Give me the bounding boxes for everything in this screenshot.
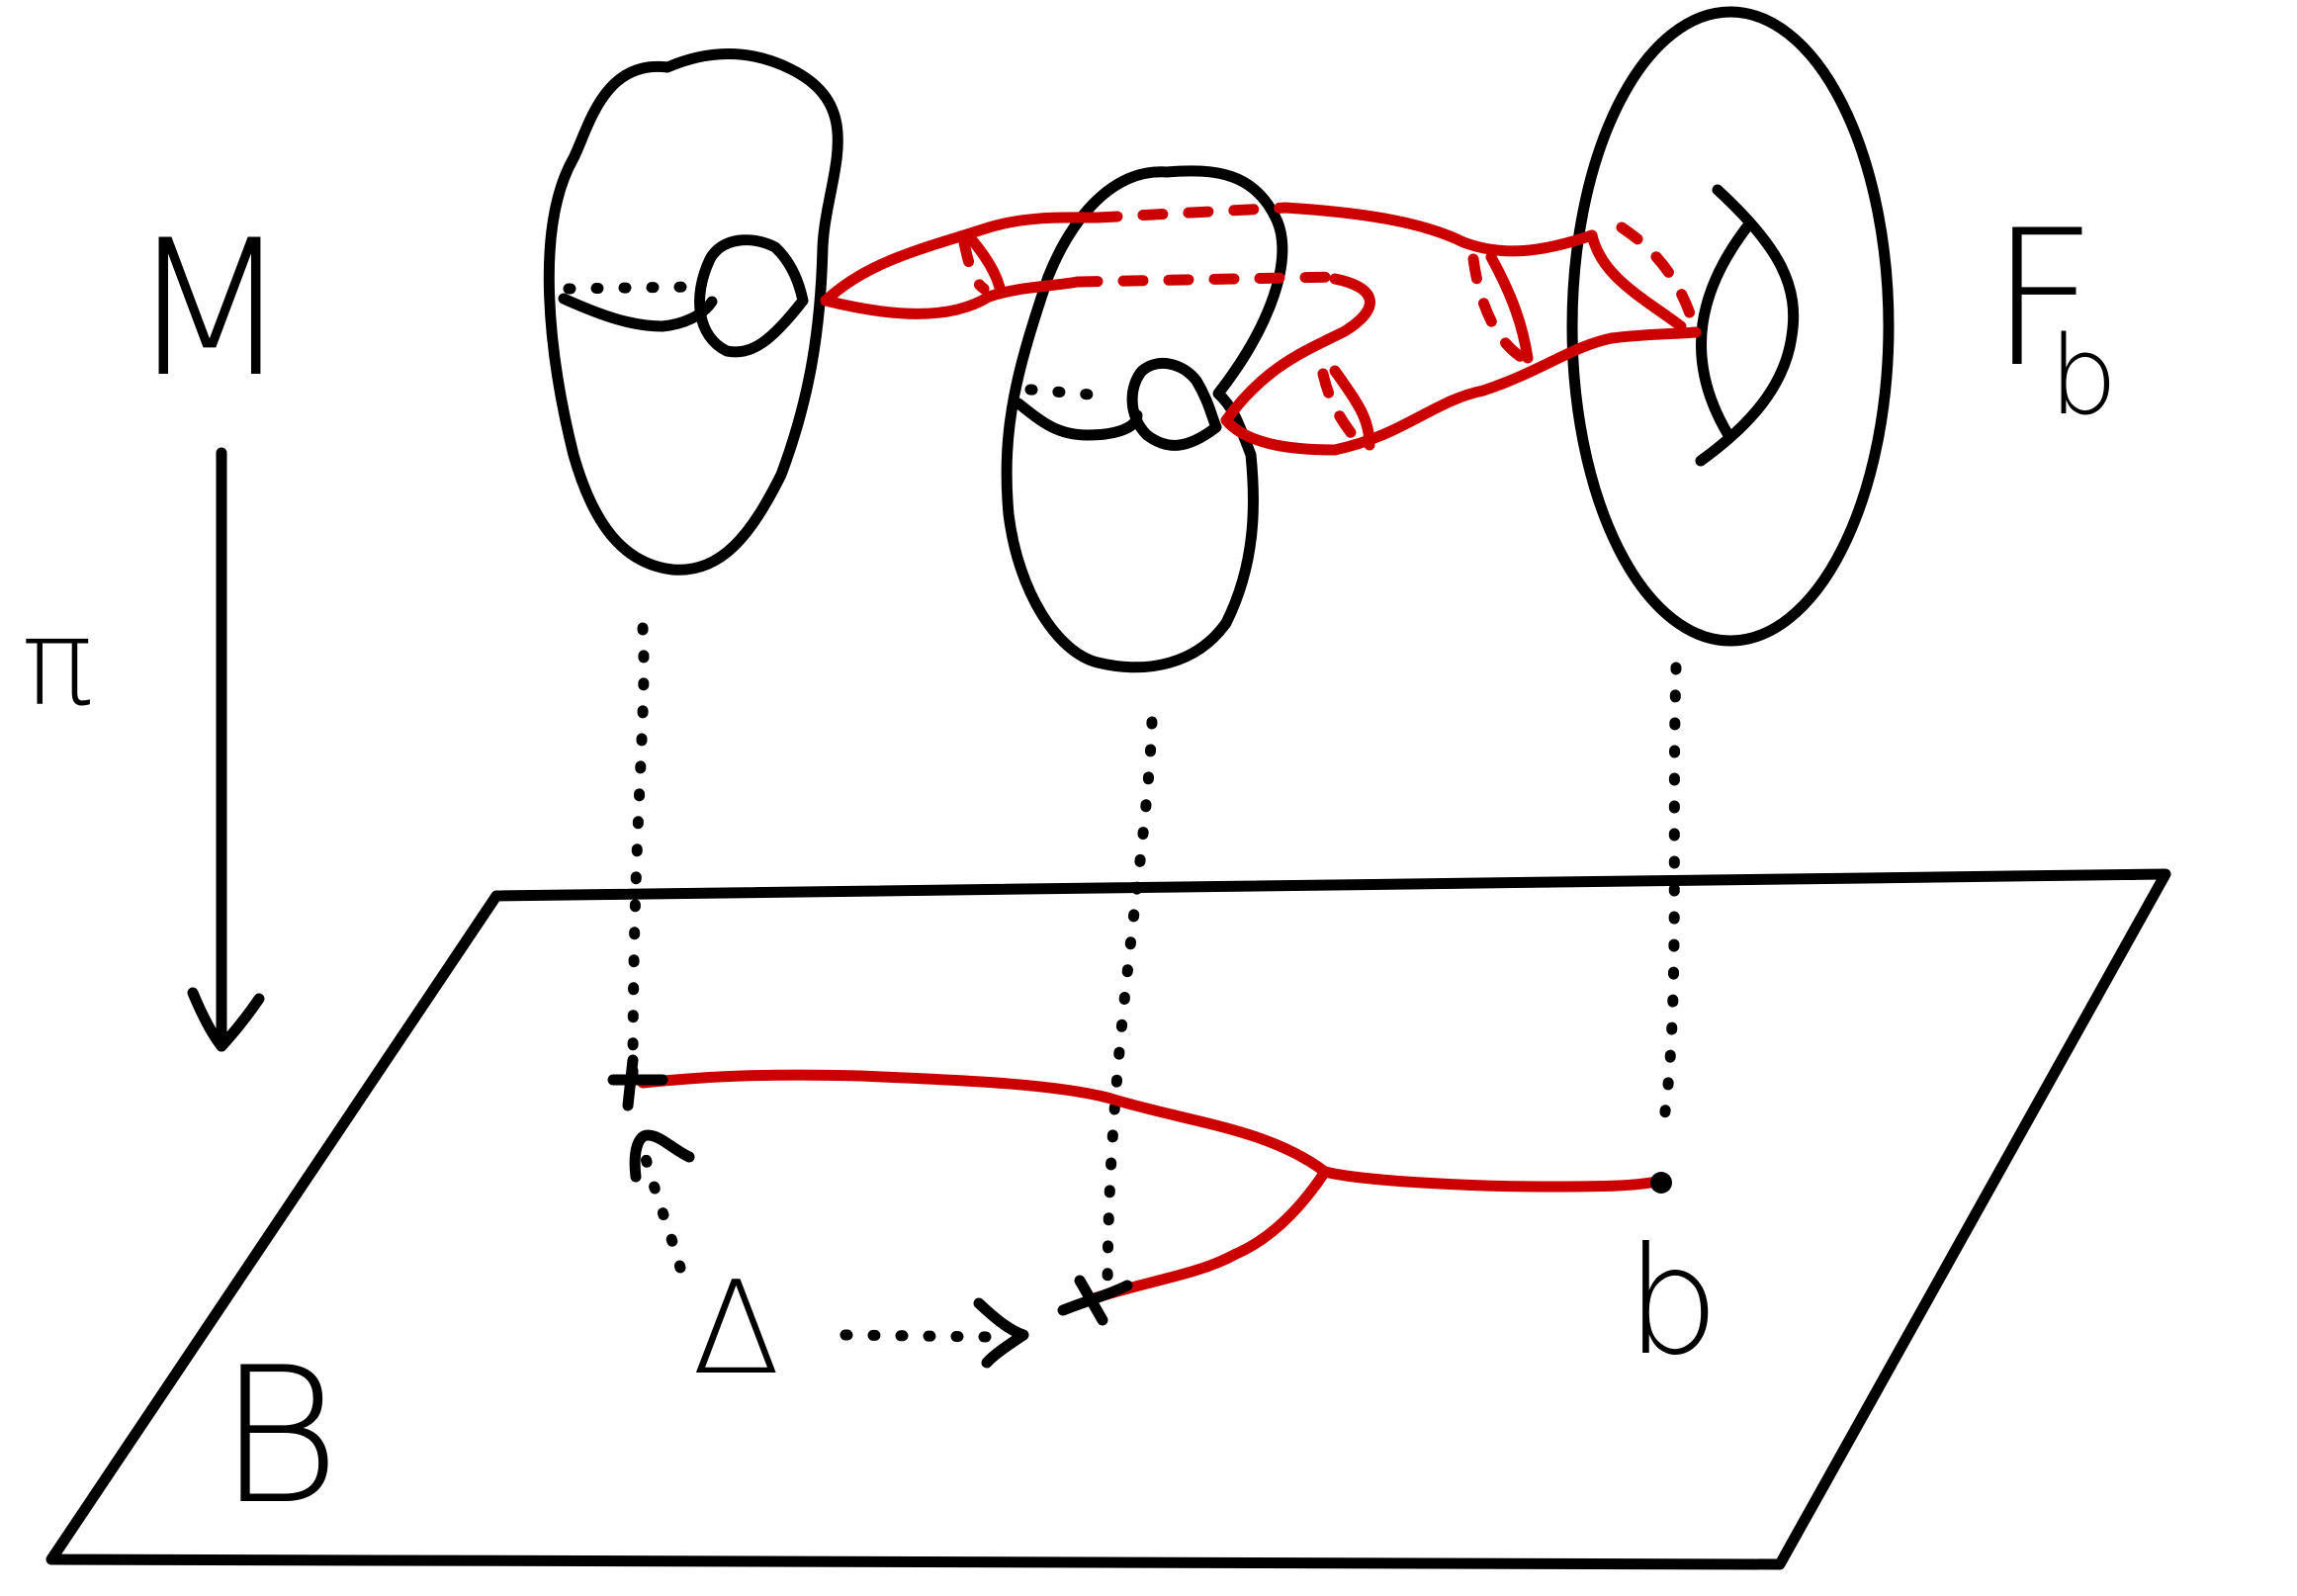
- base-vanishing-paths: [637, 1069, 1662, 1306]
- projection-line-right: [1655, 662, 1682, 1143]
- total-space-label: M: [129, 200, 291, 418]
- fiber-subscript-label: b: [2049, 312, 2118, 439]
- vanishing-cycle-tube: [820, 202, 1702, 456]
- critical-value-left: [607, 1054, 668, 1111]
- base-label: B: [218, 1327, 340, 1546]
- monodromy-arrow-right: [839, 1297, 1029, 1369]
- projection-line-middle: [1102, 716, 1158, 1301]
- monodromy-arrow-left: [629, 1129, 695, 1274]
- monodromy-label: Δ: [692, 1253, 780, 1403]
- singular-fiber-left: [543, 48, 843, 576]
- regular-point-b: [1650, 1172, 1672, 1194]
- fiber-label: F: [1989, 190, 2097, 408]
- base-plane: [45, 868, 2171, 1570]
- projection-arrow: [187, 447, 265, 1052]
- singular-fiber-middle: [1001, 165, 1288, 673]
- projection-line-left: [627, 622, 650, 1084]
- regular-fiber-torus: [1566, 6, 1895, 647]
- critical-value-middle: [1057, 1275, 1133, 1326]
- projection-label: π: [22, 595, 93, 733]
- point-b-label: b: [1626, 1216, 1720, 1388]
